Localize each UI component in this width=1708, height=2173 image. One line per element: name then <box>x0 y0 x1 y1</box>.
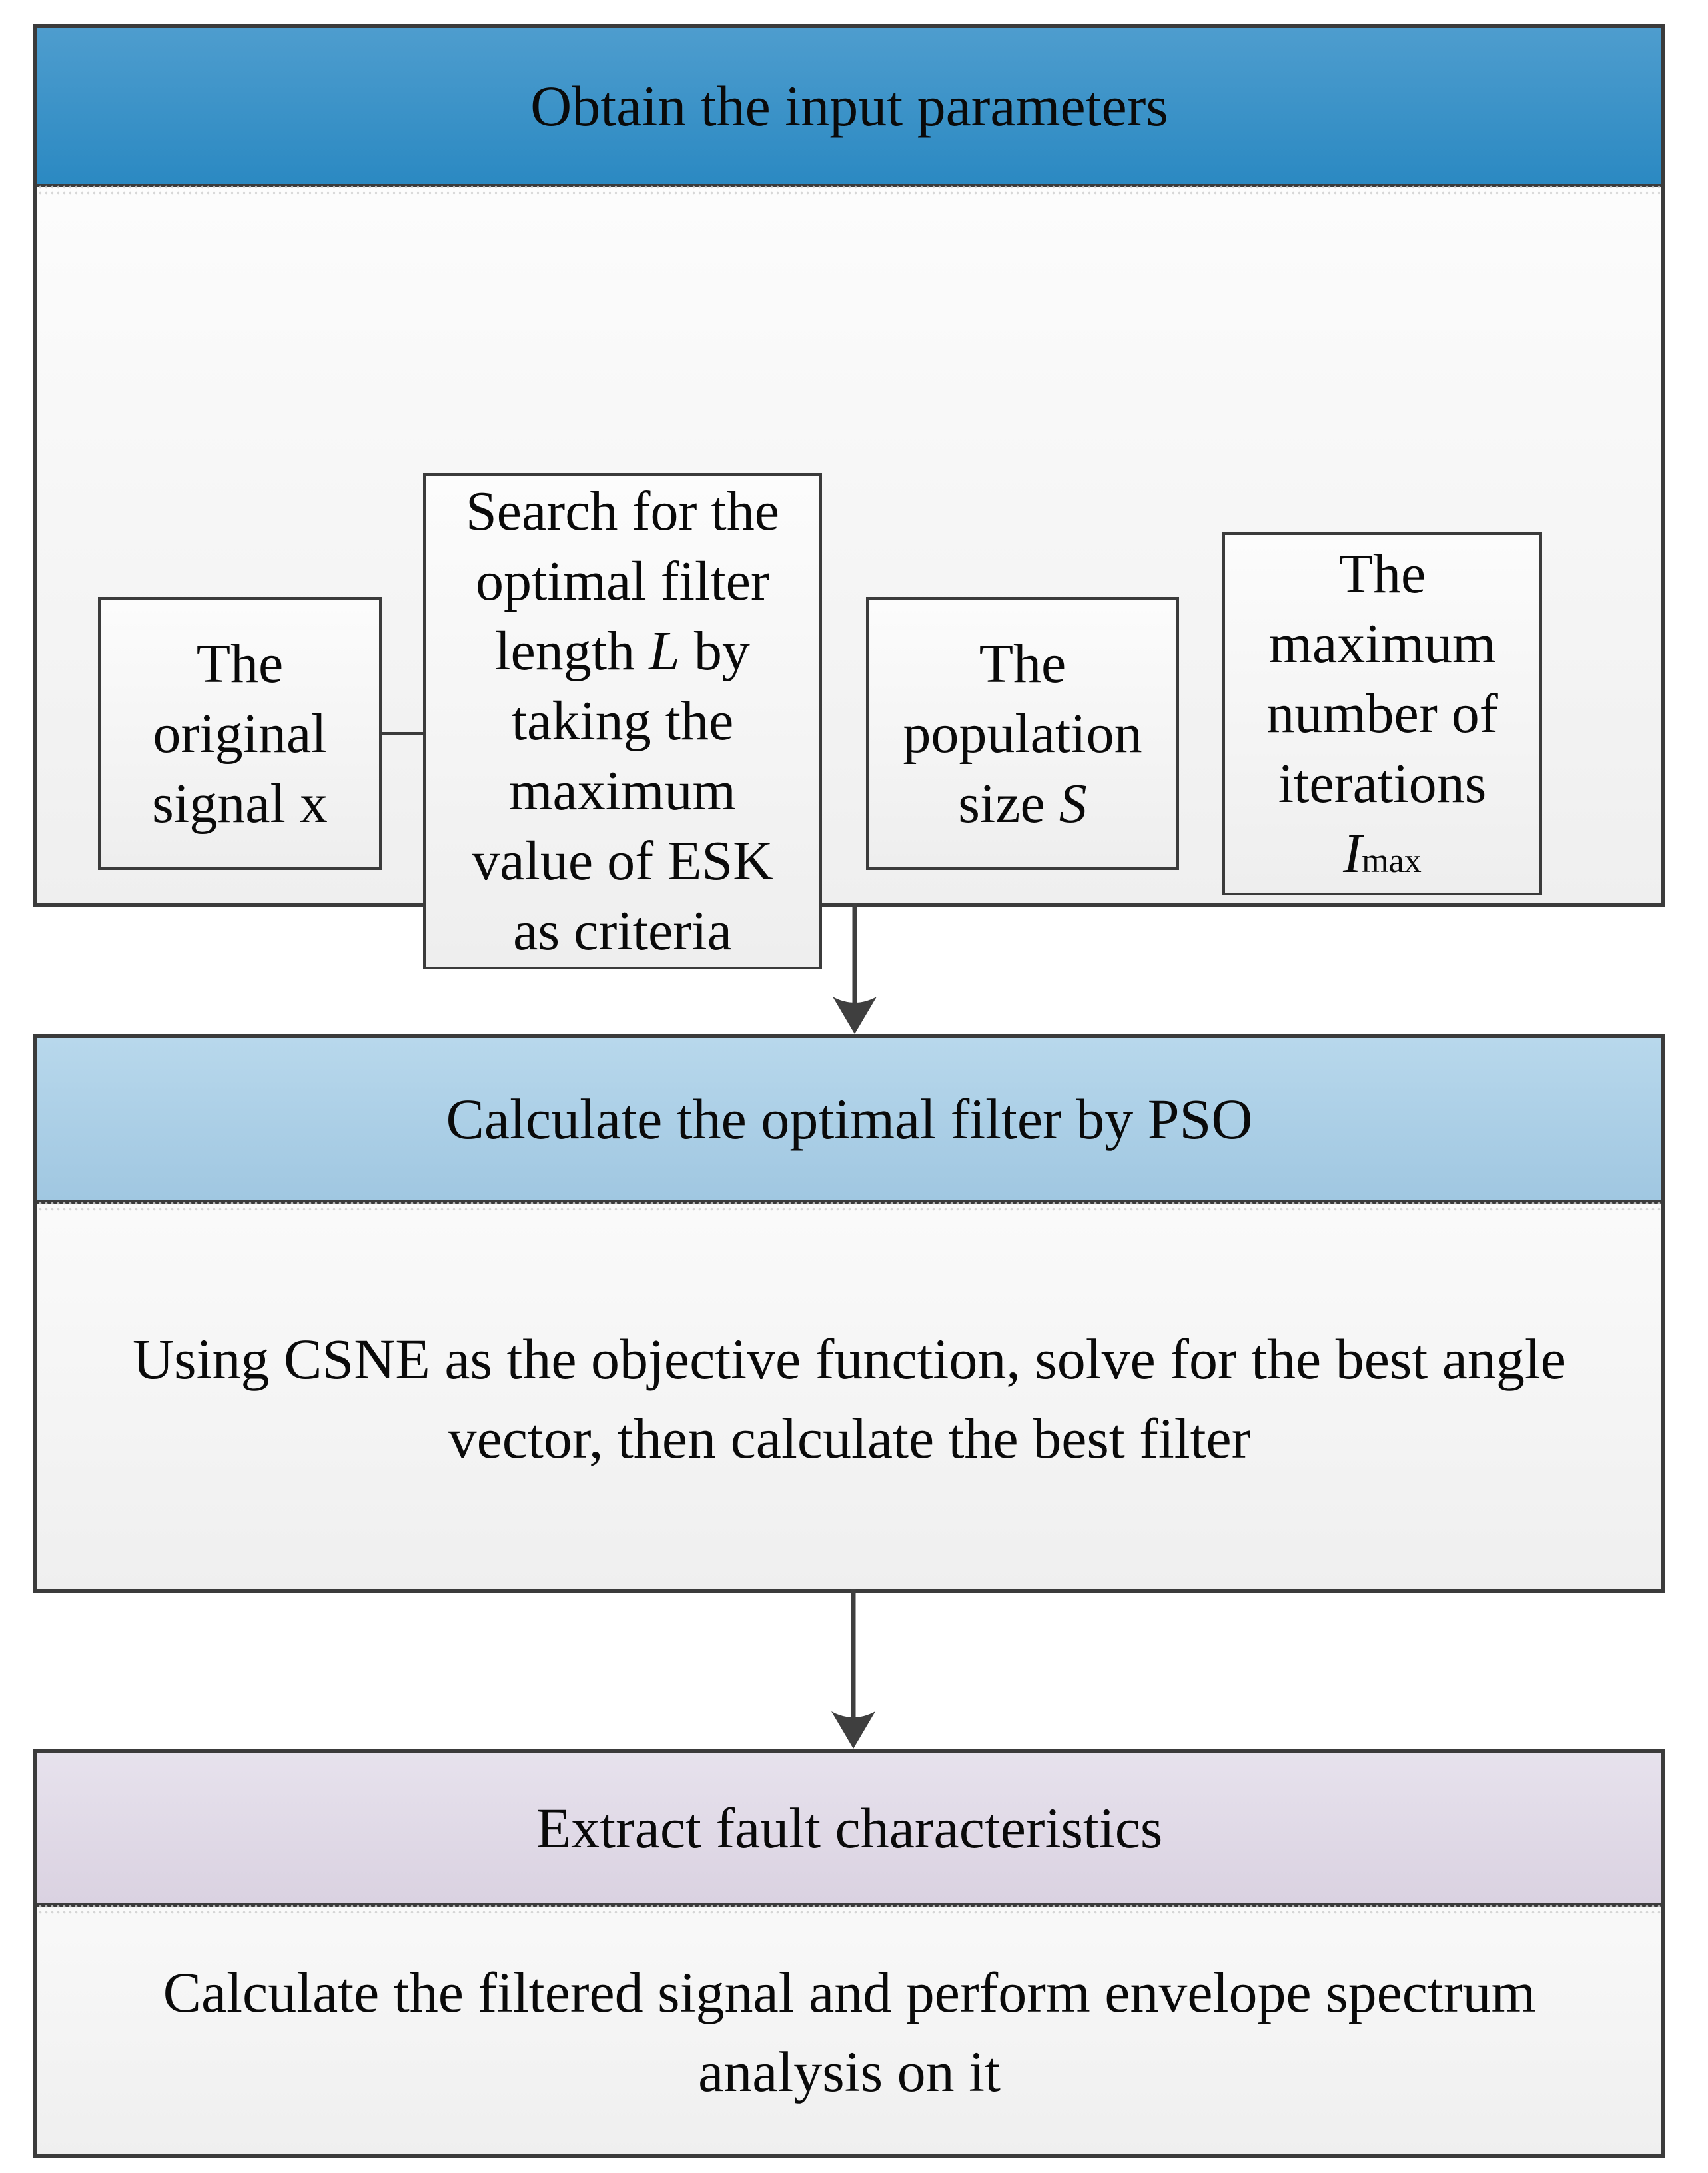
box-original-signal-line: The <box>196 632 284 695</box>
box-max-iterations: The maximum number of iterations Imax <box>1222 532 1553 906</box>
box-original-signal: The original signal x <box>98 597 392 881</box>
imax-variable-I: I <box>1343 823 1362 885</box>
arrow-inputs-to-pso <box>833 903 877 1034</box>
imax-subscript: max <box>1362 842 1422 880</box>
section2-title: Calculate the optimal filter by PSO <box>446 1086 1253 1151</box>
box-search-line: length L by <box>495 616 750 686</box>
section-obtain-input-parameters: Obtain the input parameters The original… <box>33 24 1677 980</box>
box-search-line3-post: by <box>679 620 750 682</box>
section2-body: Using CSNE as the objective function, so… <box>37 1204 1661 1593</box>
box-original-signal-line: signal x <box>152 772 328 835</box>
box-iterations-line: iterations <box>1278 753 1487 815</box>
section1-header: Obtain the input parameters <box>37 28 1661 197</box>
section3-title: Extract fault characteristics <box>536 1795 1163 1860</box>
box-search-line: as criteria <box>513 900 732 962</box>
box-population-line: The <box>979 632 1067 695</box>
box-search-line3-pre: length <box>495 620 649 682</box>
box-iterations-line: The <box>1338 543 1426 605</box>
box-population-line3-pre: size <box>958 772 1059 835</box>
section1-body: The original signal x Search for the opt… <box>37 187 1661 980</box>
section2-body-text: Using CSNE as the objective function, so… <box>133 1320 1566 1478</box>
box-population-size: The population size S <box>866 597 1190 881</box>
box-search-line3-variable-L: L <box>649 620 680 682</box>
box-search-line: taking the <box>511 690 734 752</box>
section3-body: Calculate the filtered signal and perfor… <box>37 1907 1661 2158</box>
section2-body-line1: Using CSNE as the objective function, so… <box>133 1326 1566 1391</box>
box-search-line: optimal filter <box>476 550 769 612</box>
section-calculate-optimal-filter-pso: Calculate the optimal filter by PSO Usin… <box>33 1034 1677 1605</box>
section3-body-line2: analysis on it <box>698 2040 1001 2104</box>
section3-body-text: Calculate the filtered signal and perfor… <box>163 1953 1536 2111</box>
box-search-line: value of ESK <box>472 830 773 892</box>
box-population-line: population <box>903 702 1142 765</box>
box-iterations-line: maximum <box>1268 613 1496 675</box>
section1-title: Obtain the input parameters <box>530 73 1168 138</box>
section2-header: Calculate the optimal filter by PSO <box>37 1038 1661 1214</box>
section2-body-line2: vector, then calculate the best filter <box>448 1406 1251 1470</box>
box-population-variable-S: S <box>1059 772 1087 835</box>
box-population-line: size S <box>958 769 1087 839</box>
box-original-signal-line: original <box>153 702 327 765</box>
connector-original-to-search <box>382 732 423 735</box>
box-search-optimal-filter-length: Search for the optimal filter length L b… <box>423 473 833 980</box>
box-iterations-symbol-imax: Imax <box>1343 819 1422 889</box>
box-search-line: Search for the <box>465 480 780 542</box>
section3-body-line1: Calculate the filtered signal and perfor… <box>163 1960 1536 2025</box>
section3-header: Extract fault characteristics <box>37 1753 1661 1917</box>
box-iterations-line: number of <box>1266 683 1498 745</box>
box-search-line: maximum <box>509 760 736 822</box>
arrow-pso-to-extract <box>831 1589 875 1749</box>
section-extract-fault-characteristics: Extract fault characteristics Calculate … <box>33 1749 1677 2170</box>
